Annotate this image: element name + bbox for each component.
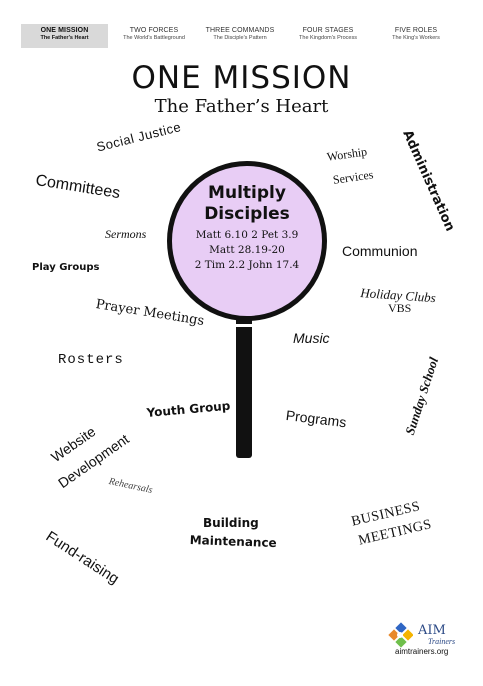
word-social-justice: Social Justice [95,119,183,155]
tab-two-forces[interactable]: TWO FORCES The World's Battleground [112,24,196,48]
tab-title: THREE COMMANDS [205,27,275,34]
word-youth-group: Youth Group [146,398,231,420]
lens-reference: Matt 6.10 2 Pet 3.9 [195,229,299,241]
word-administration: Administration [399,128,458,234]
word-prayer-meetings: Prayer Meetings [94,297,206,329]
word-sermons: Sermons [105,227,147,241]
word-play-groups: Play Groups [32,262,100,273]
tab-three-commands[interactable]: THREE COMMANDS The Disciple's Pattern [198,24,282,48]
word-committees: Committees [34,172,122,203]
magnifier-lens [167,161,327,321]
tab-subtitle: The King's Workers [392,35,440,41]
word-maintenance: Maintenance [189,533,277,551]
word-programs: Programs [285,407,348,431]
tab-one-mission[interactable]: ONE MISSION The Father's Heart [21,24,108,48]
tab-title: TWO FORCES [129,27,179,34]
page-title: ONE MISSION [131,60,352,96]
word-music: Music [293,330,330,346]
tab-subtitle: The World's Battleground [123,35,185,41]
tab-subtitle: The Father's Heart [40,35,89,41]
word-communion: Communion [342,243,418,259]
word-worship: Worship [326,144,368,164]
word-sunday-school: Sunday School [402,355,442,437]
website-link[interactable]: aimtrainers.org [395,647,449,656]
word-services: Services [332,167,375,187]
tab-title: ONE MISSION [40,27,89,34]
word-rosters: Rosters [58,352,124,368]
lens-reference: Matt 28.19-20 [209,244,285,256]
lens-title: Multiply Disciples [167,183,327,225]
tab-five-roles[interactable]: FIVE ROLES The King's Workers [374,24,458,48]
magnifier-handle [236,303,252,458]
word-fund-raising: Fund-raising [42,528,122,588]
lens-reference: 2 Tim 2.2 John 17.4 [194,259,300,271]
tab-subtitle: The Kingdom's Process [299,35,357,41]
tab-title: FOUR STAGES [302,27,354,34]
tab-title: FIVE ROLES [394,27,438,34]
tab-four-stages[interactable]: FOUR STAGES The Kingdom's Process [286,24,370,48]
word-vbs: VBS [388,301,412,315]
word-rehearsals: Rehearsals [107,476,154,497]
tab-subtitle: The Disciple's Pattern [213,35,267,41]
logo-sub: Trainers [428,637,456,646]
logo-name: AIM [418,623,446,638]
page-subtitle: The Father’s Heart [154,96,329,117]
lens-title-line1: Multiply [208,183,286,203]
aim-pinwheel-logo-icon [388,622,413,648]
magnifier-handle-band [236,324,252,327]
lens-title-line2: Disciples [204,204,290,224]
word-building: Building [203,516,259,530]
